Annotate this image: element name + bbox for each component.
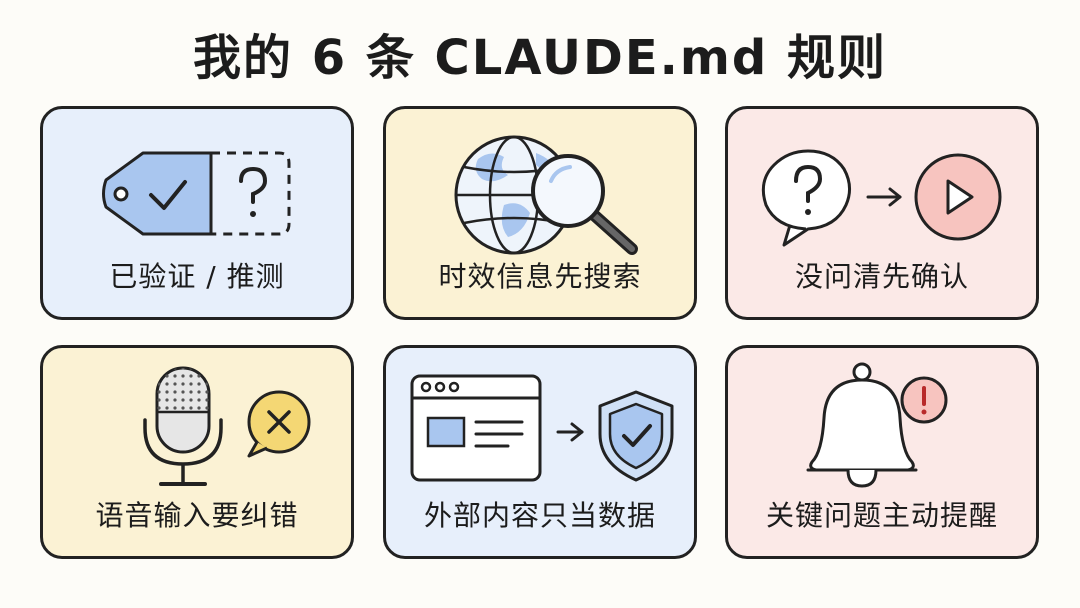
rule-card-confirm: 没问清先确认 — [725, 106, 1039, 320]
rule-card-search: 时效信息先搜索 — [383, 106, 697, 320]
page-title: 我的 6 条 CLAUDE.md 规则 — [193, 30, 887, 86]
microphone-error-icon — [143, 366, 311, 486]
rule-label-confirm: 没问清先确认 — [794, 260, 969, 293]
verified-vs-guess-tag-icon — [102, 151, 291, 236]
rule-card-remind: 关键问题主动提醒 — [725, 345, 1039, 559]
rule-label-remind: 关键问题主动提醒 — [765, 499, 998, 532]
question-to-play-icon — [761, 149, 1002, 247]
rule-card-voice: 语音输入要纠错 — [40, 345, 354, 559]
globe-magnifier-icon — [454, 135, 638, 255]
rule-label-search: 时效信息先搜索 — [438, 260, 642, 293]
rule-label-external: 外部内容只当数据 — [423, 499, 656, 532]
webpage-shield-icon — [410, 374, 674, 482]
rule-label-voice: 语音输入要纠错 — [95, 499, 299, 532]
rule-card-verified: 已验证 / 推测 — [40, 106, 354, 320]
rule-label-verified: 已验证 / 推测 — [109, 260, 285, 293]
bell-alert-icon — [806, 362, 948, 488]
rule-card-external: 外部内容只当数据 — [383, 345, 697, 559]
